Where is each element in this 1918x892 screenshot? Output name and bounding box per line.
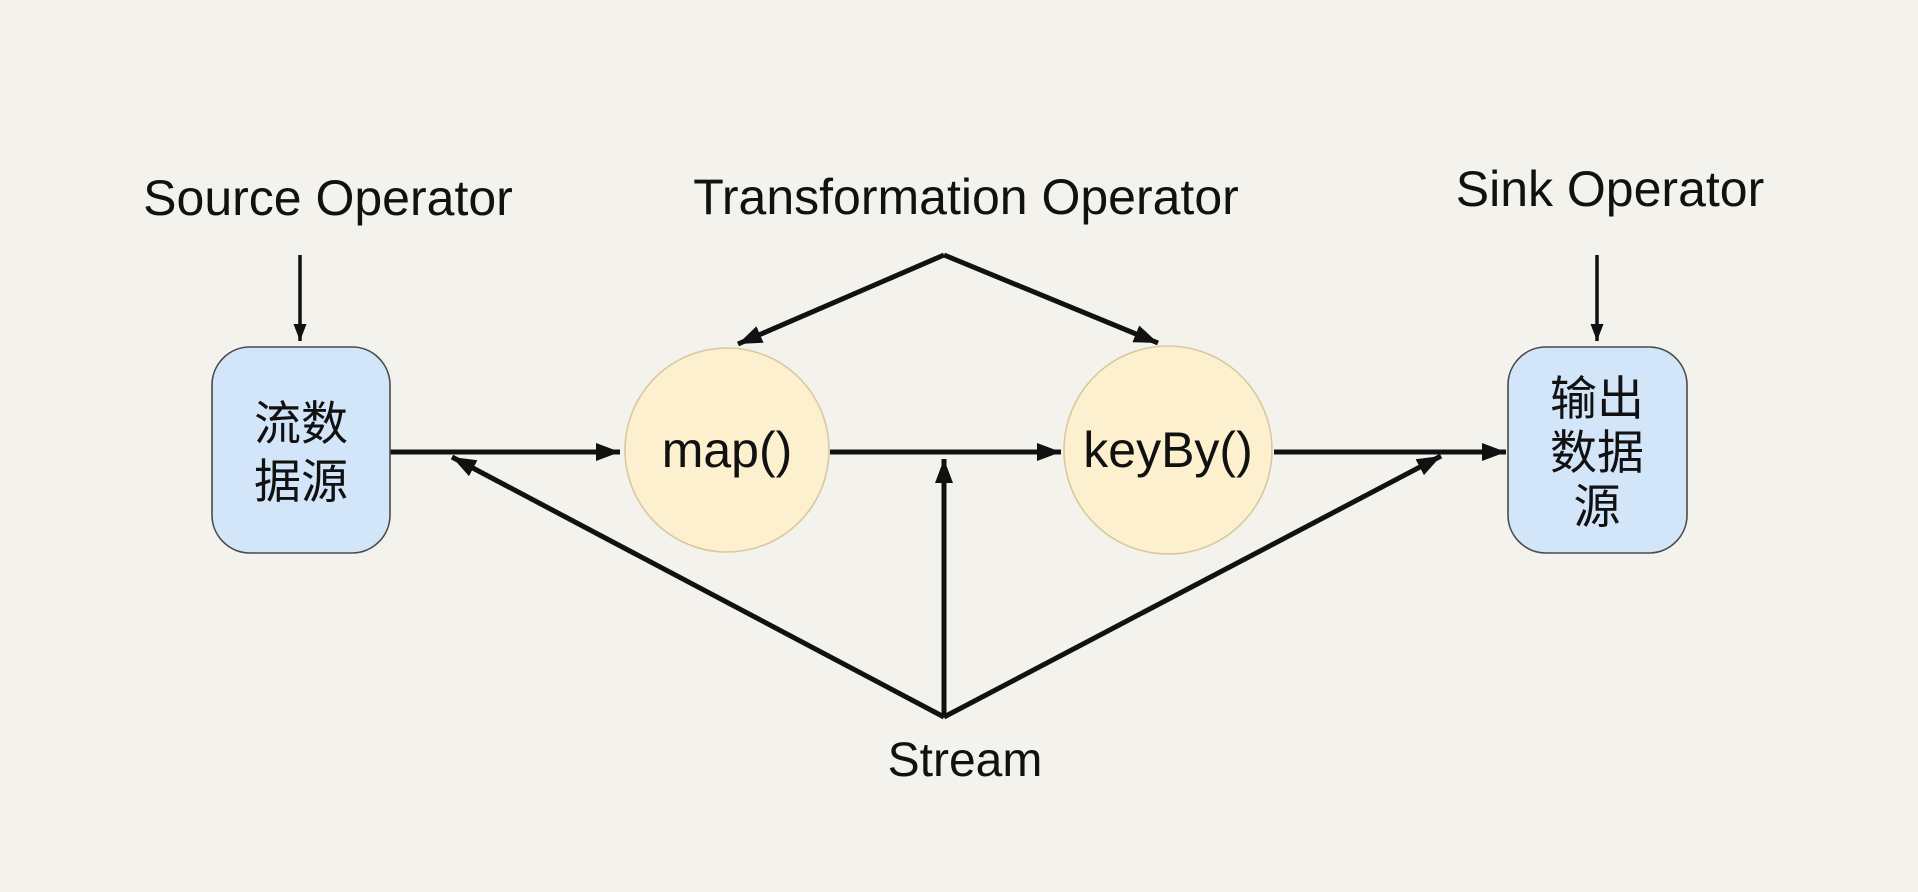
keyby-node-label: keyBy()	[1083, 422, 1252, 478]
map-node: map()	[624, 347, 830, 553]
sink-node-label-line3: 源	[1574, 480, 1621, 533]
source-node-box	[211, 346, 391, 554]
sink-node-box	[1507, 346, 1688, 554]
stream-label: Stream	[888, 734, 1043, 787]
source-node-label-line2: 据源	[254, 455, 348, 508]
keyby-node: keyBy()	[1063, 345, 1273, 555]
map-node-circle	[624, 347, 830, 553]
edge-transformation-to-map	[737, 252, 945, 347]
sink-operator-label: Sink Operator	[1456, 161, 1764, 217]
sink-node-label-line1: 输出	[1550, 372, 1644, 425]
edge-transformation-to-keyby	[943, 252, 1159, 346]
transformation-operator-label: Transformation Operator	[693, 169, 1239, 225]
sink-node-label-line2: 数据	[1550, 426, 1644, 479]
edge-stream-to-source-map	[450, 454, 946, 720]
edge-stream-to-keyby-sink	[942, 453, 1443, 720]
sink-node: 输出 数据 源	[1507, 346, 1688, 554]
keyby-node-circle	[1063, 345, 1273, 555]
map-node-label: map()	[662, 422, 793, 478]
source-node-label-line1: 流数	[254, 397, 348, 450]
source-operator-label: Source Operator	[143, 170, 513, 226]
source-node: 流数 据源	[211, 346, 391, 554]
